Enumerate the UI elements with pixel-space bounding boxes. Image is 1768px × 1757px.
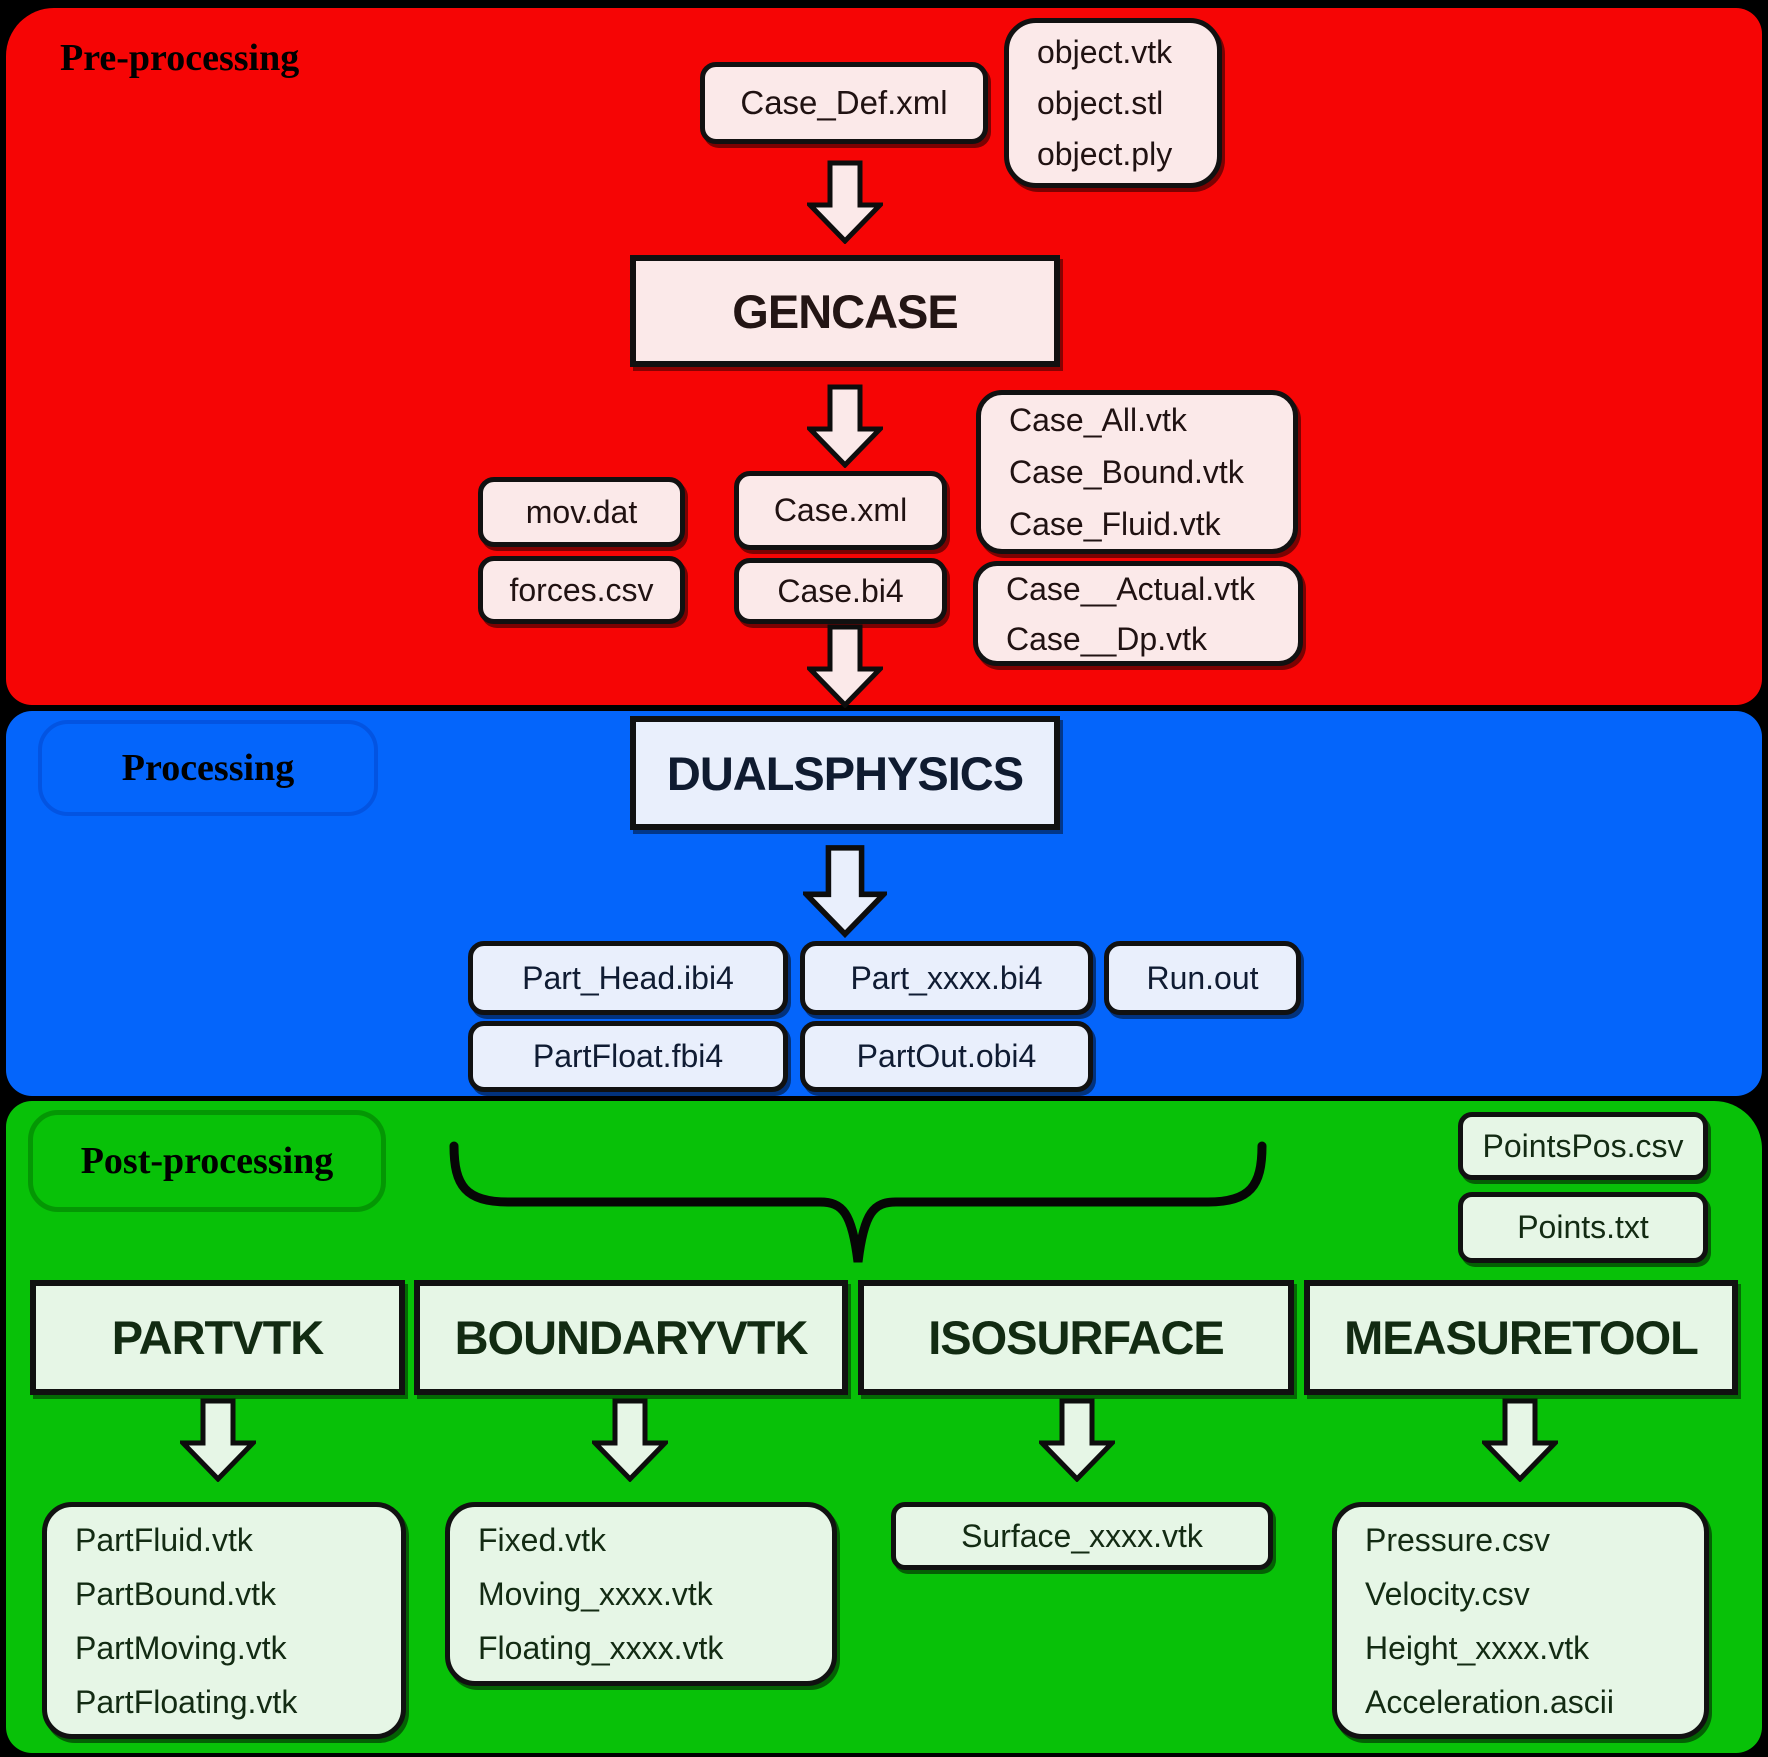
- points-txt-text: Points.txt: [1517, 1209, 1649, 1245]
- pointspos-csv-box: PointsPos.csv: [1458, 1112, 1708, 1180]
- down-arrow-icon: [180, 1398, 256, 1482]
- run-out-box: Run.out: [1104, 941, 1301, 1015]
- part-xxxx-bi4-text: Part_xxxx.bi4: [850, 959, 1043, 996]
- mov-dat-text: mov.dat: [525, 493, 638, 530]
- case-bi4-box: Case.bi4: [734, 558, 947, 624]
- case-xml-text: Case.xml: [773, 492, 908, 528]
- boundaryvtk-box: BOUNDARYVTK: [414, 1280, 848, 1395]
- down-arrow-icon: [807, 384, 883, 468]
- case-dp-vtk-text: Case__Dp.vtk: [1006, 620, 1207, 657]
- partbound-vtk-text: PartBound.vtk: [75, 1575, 276, 1612]
- partvtk-box: PARTVTK: [30, 1280, 405, 1395]
- case-vtk-outputs-box: Case_All.vtk Case_Bound.vtk Case_Fluid.v…: [976, 390, 1298, 554]
- partfloating-vtk-text: PartFloating.vtk: [75, 1683, 298, 1720]
- down-arrow-icon: [807, 160, 883, 244]
- case-fluid-vtk-text: Case_Fluid.vtk: [1009, 506, 1221, 542]
- surface-xxxx-vtk-text: Surface_xxxx.vtk: [961, 1517, 1203, 1554]
- fixed-vtk-text: Fixed.vtk: [478, 1522, 607, 1558]
- forces-csv-text: forces.csv: [509, 571, 654, 608]
- points-txt-box: Points.txt: [1458, 1192, 1708, 1263]
- case-actual-vtk-text: Case__Actual.vtk: [1006, 570, 1256, 607]
- part-xxxx-bi4-box: Part_xxxx.bi4: [800, 941, 1093, 1015]
- isosurface-box: ISOSURFACE: [858, 1280, 1294, 1395]
- partout-obi4-text: PartOut.obi4: [856, 1038, 1037, 1074]
- processing-label: Processing: [38, 720, 378, 816]
- partvtk-outputs-box: PartFluid.vtk PartBound.vtk PartMoving.v…: [42, 1502, 406, 1739]
- mov-dat-box: mov.dat: [478, 477, 685, 547]
- moving-xxxx-vtk-text: Moving_xxxx.vtk: [478, 1576, 713, 1612]
- case-def-xml-text: Case_Def.xml: [740, 84, 948, 121]
- dualsphysics-title: DUALSPHYSICS: [666, 746, 1024, 800]
- case-xml-box: Case.xml: [734, 471, 947, 550]
- measuretool-title: MEASURETOOL: [1344, 1311, 1699, 1364]
- floating-xxxx-vtk-text: Floating_xxxx.vtk: [478, 1630, 724, 1666]
- brace-icon: [449, 1141, 1267, 1263]
- down-arrow-icon: [592, 1398, 668, 1482]
- case-bi4-text: Case.bi4: [777, 572, 904, 609]
- pre-processing-label: Pre-processing: [60, 37, 300, 79]
- partfloat-fbi4-text: PartFloat.fbi4: [532, 1038, 724, 1074]
- isosurface-outputs-box: Surface_xxxx.vtk: [891, 1502, 1273, 1570]
- velocity-csv-text: Velocity.csv: [1365, 1575, 1530, 1612]
- down-arrow-icon: [1482, 1398, 1558, 1482]
- object-files-box: object.vtk object.stl object.ply: [1004, 18, 1222, 188]
- case-bound-vtk-text: Case_Bound.vtk: [1009, 454, 1244, 490]
- down-arrow-icon: [807, 624, 883, 708]
- partfluid-vtk-text: PartFluid.vtk: [75, 1521, 253, 1558]
- boundaryvtk-title: BOUNDARYVTK: [454, 1311, 809, 1364]
- case-def-xml-box: Case_Def.xml: [700, 62, 988, 144]
- object-vtk-text: object.vtk: [1037, 33, 1173, 70]
- gencase-box: GENCASE: [630, 255, 1060, 367]
- boundaryvtk-outputs-box: Fixed.vtk Moving_xxxx.vtk Floating_xxxx.…: [445, 1502, 837, 1686]
- measuretool-outputs-box: Pressure.csv Velocity.csv Height_xxxx.vt…: [1332, 1502, 1709, 1739]
- object-stl-text: object.stl: [1037, 84, 1164, 121]
- case-actual-dp-box: Case__Actual.vtk Case__Dp.vtk: [973, 561, 1303, 666]
- partvtk-title: PARTVTK: [111, 1311, 324, 1364]
- isosurface-title: ISOSURFACE: [928, 1311, 1225, 1364]
- gencase-title: GENCASE: [732, 284, 958, 338]
- pointspos-csv-text: PointsPos.csv: [1482, 1127, 1684, 1164]
- dualsphysics-box: DUALSPHYSICS: [630, 716, 1060, 830]
- height-xxxx-vtk-text: Height_xxxx.vtk: [1365, 1629, 1590, 1666]
- pressure-csv-text: Pressure.csv: [1365, 1521, 1550, 1558]
- forces-csv-box: forces.csv: [478, 556, 685, 624]
- down-arrow-icon: [803, 845, 887, 938]
- down-arrow-icon: [1039, 1398, 1115, 1482]
- post-processing-label: Post-processing: [28, 1110, 386, 1212]
- part-head-ibi4-box: Part_Head.ibi4: [468, 941, 788, 1015]
- run-out-text: Run.out: [1146, 959, 1259, 996]
- partout-obi4-box: PartOut.obi4: [800, 1021, 1093, 1092]
- partfloat-fbi4-box: PartFloat.fbi4: [468, 1021, 788, 1092]
- object-ply-text: object.ply: [1037, 135, 1173, 172]
- partmoving-vtk-text: PartMoving.vtk: [75, 1629, 287, 1666]
- acceleration-ascii-text: Acceleration.ascii: [1365, 1683, 1614, 1720]
- case-all-vtk-text: Case_All.vtk: [1009, 402, 1187, 438]
- part-head-ibi4-text: Part_Head.ibi4: [522, 959, 734, 996]
- measuretool-box: MEASURETOOL: [1304, 1280, 1738, 1395]
